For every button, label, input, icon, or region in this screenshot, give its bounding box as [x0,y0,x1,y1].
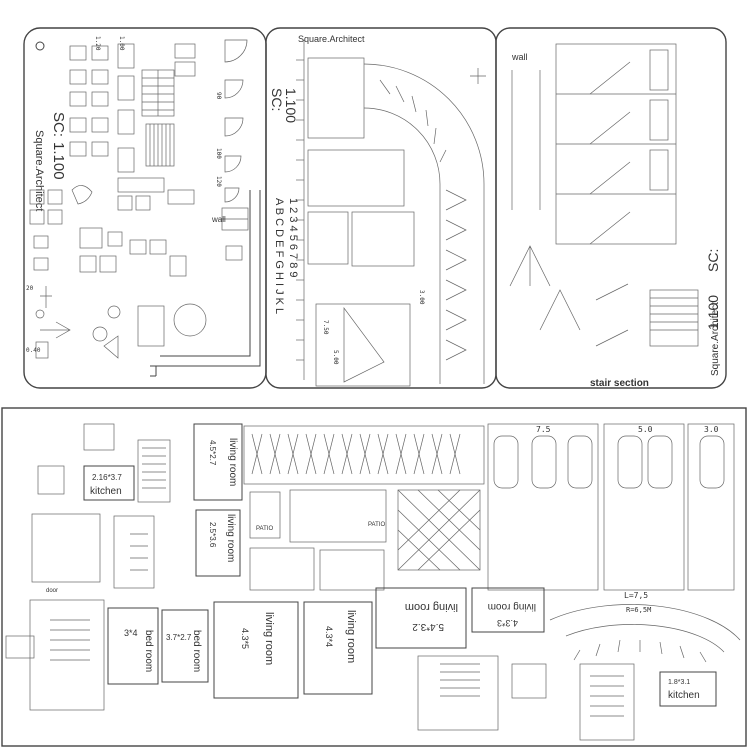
wall-ruler [150,190,261,377]
brand-label-2: Square.Architect [298,34,365,44]
dim-4: 100 [215,148,222,159]
dim-3: 90 [215,92,222,100]
room-bed-2: 3.7*2.7 bed room [161,609,209,683]
svg-text:4.5*2.7: 4.5*2.7 [208,440,217,466]
dim-5: 120 [215,176,222,187]
ramp-length: L=7,5 [624,591,648,600]
room-bed-1: 3*4 bed room [107,607,159,685]
patio-label-1: PATIO [256,526,273,532]
svg-text:4.3*3: 4.3*3 [497,618,518,628]
parking-dim-3: 3.0 [704,425,719,434]
stair-plan-2 [417,655,635,741]
svg-text:5.4*3.2: 5.4*3.2 [412,621,444,632]
wall-label: wall [211,215,226,224]
stair-zigzags [509,245,699,347]
ramp-radius: R=6,5M [626,606,651,614]
brand-label: Square.Architect [33,130,45,211]
svg-text:living room: living room [345,610,357,663]
dim-1: 1.20 [94,36,101,51]
svg-text:living room: living room [263,612,275,665]
parking-dim-2: 5.0 [638,425,653,434]
svg-text:living room: living room [225,514,236,562]
svg-text:bed room: bed room [191,630,202,672]
room-living-4: 4.3*4 living room [303,601,373,695]
building-section [511,43,677,245]
alphabet-row: A B C D E F G H I J K L [273,198,285,314]
scale-value-3: 1.100 [705,295,721,330]
scale-label-2: SC: [269,88,285,111]
parking-dim-1: 7.5 [536,425,551,434]
scale-label-3: SC: [705,249,721,272]
dim-8: 3.00 [418,290,425,305]
dim-7: 0.40 [26,347,41,354]
svg-text:3*4: 3*4 [124,628,138,638]
svg-text:living room: living room [488,601,536,612]
plate-ruler: Square.Architect SC: 1.100 A B C D E F G… [265,27,497,389]
brand-label-3: Square.Architect [710,302,721,376]
scale-value-2: 1.100 [283,88,299,123]
svg-text:4.3*4: 4.3*4 [324,626,334,647]
dim-6: 20 [26,285,34,292]
room-living-6: living room 4.3*3 [471,587,545,633]
small-symbols [33,235,71,359]
dim-9: 7.50 [322,320,329,335]
stair-plan-1 [5,423,171,711]
svg-text:2.16*3.7: 2.16*3.7 [92,473,122,482]
svg-text:2.5*3.6: 2.5*3.6 [208,522,217,548]
svg-text:3.7*2.7: 3.7*2.7 [166,633,192,642]
stair-symbol [141,69,175,167]
living-furniture [29,177,207,359]
svg-text:bed room: bed room [143,630,154,672]
ruler-ticks [296,40,305,380]
plate-furniture: Square.Architect SC: 1.100 1.20 1.00 90 … [23,27,267,389]
svg-text:kitchen: kitchen [668,690,700,701]
svg-text:living room: living room [227,438,238,486]
svg-text:4.3*5: 4.3*5 [240,628,250,649]
door-label: door [46,588,58,594]
dim-10: 5.00 [332,350,339,365]
plate-stair-section: wall SC: 1.100 Square.Architect stair se… [495,27,727,389]
room-living-2: 2.5*3.6 living room [195,509,241,577]
patio-label-2: PATIO [368,522,385,528]
furniture-squares [69,43,196,173]
plate3-title: stair section [590,378,649,389]
patio-blocks [249,489,481,591]
room-living-5: living room 5.4*3.2 [375,587,467,649]
room-kitchen-2: 1.8*3.1 kitchen [659,671,717,707]
digits-row: 1 2 3 4 5 6 7 8 9 [287,198,299,278]
dim-2: 1.00 [118,36,125,51]
scale-value: 1.100 [50,142,67,180]
bottom-ruler [243,425,485,485]
room-living-3: 4.3*5 living room [213,601,299,699]
svg-text:1.8*3.1: 1.8*3.1 [668,679,690,686]
plate3-corner: wall [511,52,528,62]
room-living-1: 4.5*2.7 living room [193,423,243,501]
curved-ramp [363,63,485,384]
plate-rooms: 2.16*3.7 kitchen door 4.5*2.7 living roo… [1,407,747,747]
scale-label: SC: [50,112,67,137]
room-kitchen-1: 2.16*3.7 kitchen [83,465,135,501]
parking-bays [487,423,735,591]
door-symbols [221,39,249,261]
svg-text:living room: living room [405,601,458,613]
curved-ramp-bottom [549,604,741,663]
parking-blocks [307,57,415,387]
svg-text:kitchen: kitchen [90,486,122,497]
